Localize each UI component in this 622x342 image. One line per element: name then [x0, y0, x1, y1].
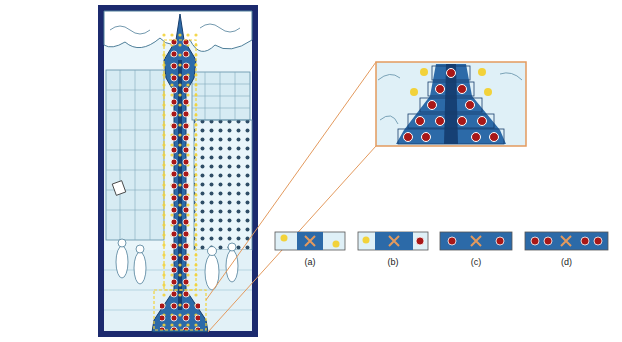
panel-label: (a) [275, 257, 345, 268]
panel-label: (c) [440, 257, 512, 268]
zoom-inset [376, 62, 526, 146]
strip-panel: (d) [525, 232, 608, 250]
panel-label: (b) [358, 257, 428, 268]
strip-panel: (c) [440, 232, 512, 250]
photo-ground [104, 11, 252, 331]
strip-panel: (b) [358, 232, 428, 250]
strip-b [358, 232, 428, 250]
strip-d [525, 232, 608, 250]
panel-label: (d) [525, 257, 608, 268]
zoom-line [206, 62, 376, 332]
frame [98, 5, 258, 337]
strip-c [440, 232, 512, 250]
building [106, 70, 164, 240]
strip-a [275, 232, 345, 250]
facade [194, 120, 252, 250]
lamp-post [152, 14, 208, 332]
strip-panel: (a) [275, 232, 345, 250]
